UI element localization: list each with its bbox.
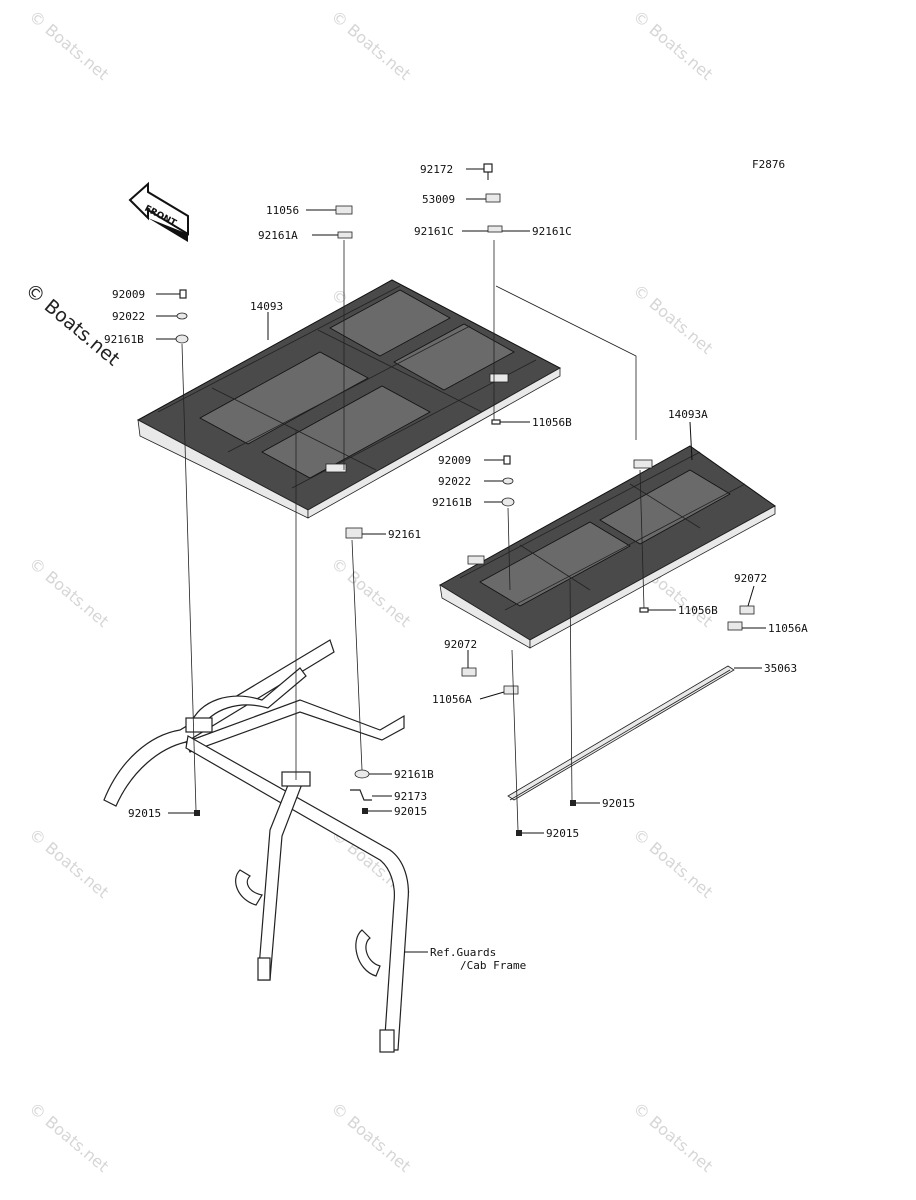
label-92009-top: 92009 bbox=[112, 288, 145, 301]
label-11056b-lower: 11056B bbox=[678, 604, 718, 617]
label-92161: 92161 bbox=[388, 528, 421, 541]
label-92072-left: 92072 bbox=[444, 638, 477, 651]
label-11056a-left: 11056A bbox=[432, 693, 472, 706]
front-arrow-icon: FRONT bbox=[128, 181, 189, 242]
label-11056a-right: 11056A bbox=[768, 622, 808, 635]
label-92015-left: 92015 bbox=[128, 807, 161, 820]
label-11056: 11056 bbox=[266, 204, 299, 217]
label-92161b-mid: 92161B bbox=[432, 496, 472, 509]
watermark: © Boats.net bbox=[629, 1099, 716, 1176]
label-35063: 35063 bbox=[764, 662, 797, 675]
watermark: © Boats.net bbox=[327, 7, 414, 84]
watermark: © Boats.net bbox=[327, 554, 414, 631]
watermark: © Boats.net bbox=[629, 7, 716, 84]
label-cab-frame: /Cab Frame bbox=[460, 959, 526, 972]
figure-code: F2876 bbox=[752, 158, 785, 171]
roof-front bbox=[136, 279, 562, 519]
watermark: © Boats.net bbox=[327, 1099, 414, 1176]
label-92015-center: 92015 bbox=[394, 805, 427, 818]
label-92015-right1: 92015 bbox=[602, 797, 635, 810]
label-92161b-top: 92161B bbox=[104, 333, 144, 346]
watermark-dark: © Boats.net bbox=[21, 279, 124, 370]
label-92161c-right: 92161C bbox=[532, 225, 572, 238]
label-14093a: 14093A bbox=[668, 408, 708, 421]
label-92009-mid: 92009 bbox=[438, 454, 471, 467]
roof-rear bbox=[439, 445, 776, 649]
label-14093: 14093 bbox=[250, 300, 283, 313]
watermark: © Boats.net bbox=[25, 825, 112, 902]
leader-lines bbox=[156, 168, 766, 953]
label-92173: 92173 bbox=[394, 790, 427, 803]
label-92072-right: 92072 bbox=[734, 572, 767, 585]
watermark: © Boats.net bbox=[25, 7, 112, 84]
watermark: © Boats.net bbox=[25, 1099, 112, 1176]
watermark: © Boats.net bbox=[25, 554, 112, 631]
label-92022-mid: 92022 bbox=[438, 475, 471, 488]
label-92172: 92172 bbox=[420, 163, 453, 176]
label-92161c-left: 92161C bbox=[414, 225, 454, 238]
watermark: © Boats.net bbox=[629, 825, 716, 902]
label-92161b-low: 92161B bbox=[394, 768, 434, 781]
watermark: © Boats.net bbox=[629, 281, 716, 358]
label-92161a: 92161A bbox=[258, 229, 298, 242]
seal-strip bbox=[507, 665, 735, 801]
part-labels: 92172 53009 92161C 92161C 11056 92161A 9… bbox=[104, 163, 808, 972]
cab-frame bbox=[103, 639, 409, 1053]
label-92022-top: 92022 bbox=[112, 310, 145, 323]
label-53009: 53009 bbox=[422, 193, 455, 206]
label-11056b-upper: 11056B bbox=[532, 416, 572, 429]
label-ref-guards: Ref.Guards bbox=[430, 946, 496, 959]
label-92015-right2: 92015 bbox=[546, 827, 579, 840]
